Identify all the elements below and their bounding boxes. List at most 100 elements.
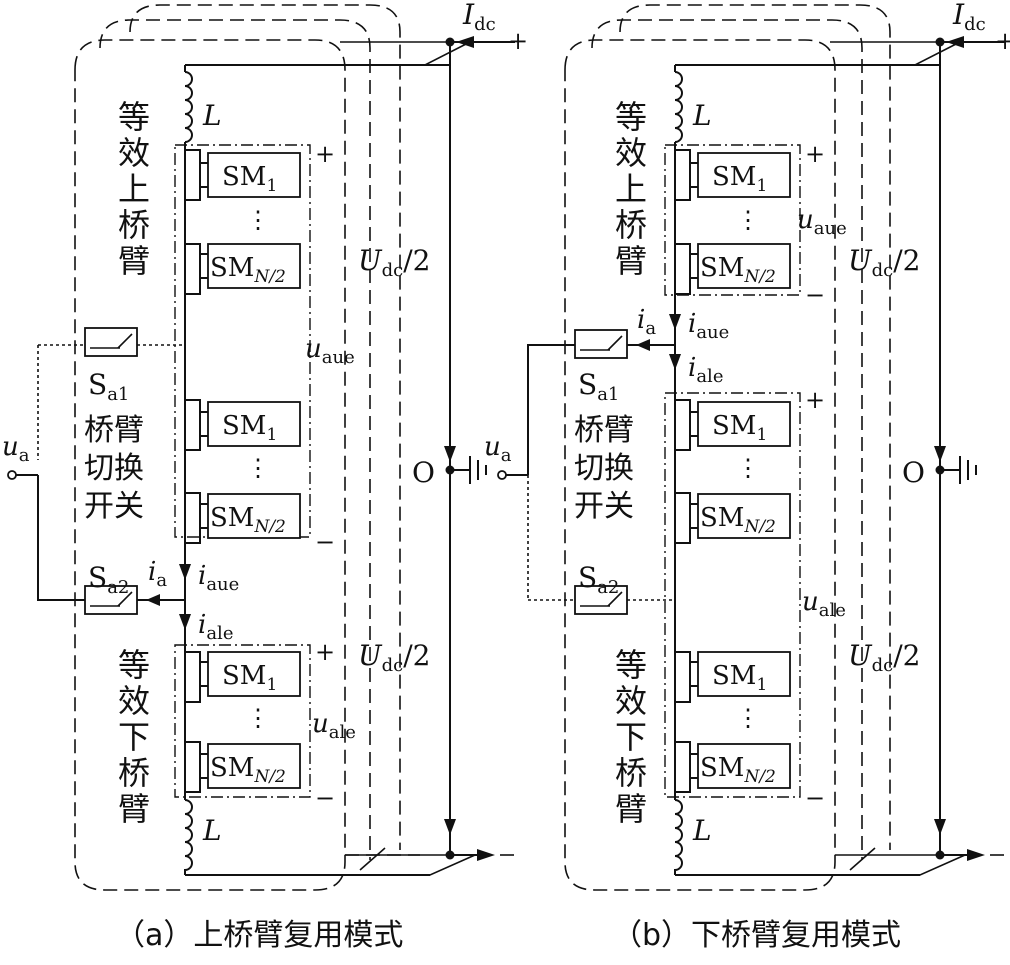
ia-arrow-b: [636, 339, 650, 351]
lower-inductor: [184, 799, 193, 875]
svg-text:上: 上: [615, 170, 647, 208]
iale-arrow: [179, 614, 191, 630]
lower-arm-label-b: 等 效 下 桥 臂: [615, 646, 647, 828]
svg-text:效: 效: [118, 134, 150, 172]
lower-arm-dashdot-frame-b: [664, 392, 801, 798]
svg-text:下: 下: [118, 718, 150, 756]
idc-label: Idc: [462, 0, 496, 35]
upper-inductor-label: L: [202, 99, 222, 132]
sa1-label-b: Sa1: [578, 368, 619, 405]
sm-n2-label-b3: SMN/2: [700, 753, 776, 787]
sa1-blade: [117, 333, 133, 349]
svg-text:等: 等: [118, 98, 150, 136]
u-aue-label-b: uaue: [797, 205, 847, 239]
dc-upper-arrow-b: [934, 446, 946, 462]
iaue-label-b: iaue: [688, 309, 729, 343]
dc-bus-plus-b: [780, 41, 961, 66]
idc-arrow-b: [946, 36, 964, 48]
sm-vdots: ⋮: [246, 206, 270, 234]
dc-minus-arrow-b: [967, 849, 985, 861]
svg-text:臂: 臂: [118, 790, 150, 828]
sm-vdots-2: ⋮: [246, 454, 270, 482]
upper-arm-dashdot-frame-b: [664, 144, 801, 296]
svg-text:上: 上: [118, 170, 150, 208]
caption-b: （b）下桥臂复用模式: [612, 918, 901, 953]
sa2-blade-b: [607, 591, 623, 607]
sa1-switch: [84, 327, 138, 357]
ua-label: ua: [2, 432, 30, 466]
sm-1-label-b3: SM1: [712, 661, 767, 695]
dc-lower-arrow: [444, 819, 456, 835]
lower-arm-label: 等 效 下 桥 臂: [118, 646, 150, 828]
udc-half-upper-label: Udc/2: [358, 244, 430, 281]
plus-terminal-sign: +: [508, 27, 528, 55]
svg-text:效: 效: [118, 682, 150, 720]
bus-tick-b: [849, 847, 876, 871]
svg-text:臂: 臂: [615, 242, 647, 280]
sm-vdots-b: ⋮: [736, 206, 760, 234]
u-aue-label: uaue: [305, 334, 355, 368]
iale-label: iale: [198, 610, 233, 644]
switch-label-b: 桥臂 切换 开关: [574, 413, 634, 524]
ua-terminal: [7, 470, 17, 480]
sm-n2-label-b: SMN/2: [700, 253, 776, 287]
upper-arm-minus: −: [315, 528, 335, 556]
upper-inductor-b: [674, 71, 683, 143]
sm-n2-label-b2: SMN/2: [700, 503, 776, 537]
upper-arm-plus-b: +: [805, 140, 825, 168]
upper-arm-plus: +: [315, 140, 335, 168]
plus-terminal-sign-b: +: [995, 27, 1010, 55]
idc-arrow: [456, 36, 474, 48]
lower-sm-group-2-b: SM1 ⋮ SMN/2: [675, 651, 791, 793]
phase-outline-1-b: [564, 39, 836, 891]
svg-text:切换: 切换: [84, 451, 144, 486]
sa2-blade: [117, 591, 133, 607]
udc-half-upper-label-b: Udc/2: [848, 244, 920, 281]
lower-arm-dashdot-frame: [174, 644, 311, 798]
phase-outline-2: [99, 19, 371, 860]
upper-inductor-label-b: L: [692, 99, 712, 132]
phase-outline-2-b: [591, 19, 863, 860]
sa2-switch-b: [574, 585, 628, 615]
svg-text:切换: 切换: [574, 451, 634, 486]
sm-vdots-b3: ⋮: [736, 704, 760, 732]
sa1-blade-b: [607, 335, 623, 351]
lower-inductor-label-b: L: [692, 814, 712, 847]
dc-upper-arrow: [444, 446, 456, 462]
sa1-label: Sa1: [88, 368, 129, 405]
upper-sm-group-1: SM1 ⋮ SMN/2: [185, 149, 301, 295]
u-ale-label: uale: [312, 709, 356, 743]
switch-label: 桥臂 切换 开关: [84, 413, 144, 524]
sm-vdots-b2: ⋮: [736, 454, 760, 482]
ua-to-sa2: [37, 475, 85, 601]
sm-1-label-b: SM1: [712, 162, 767, 196]
sm-n2-label-2: SMN/2: [210, 503, 286, 537]
upper-arm-label: 等 效 上 桥 臂: [118, 98, 150, 280]
panel-a: + Idc O Udc/2 Udc/2 L + − uaue: [2, 0, 528, 953]
iale-arrow-b: [669, 354, 681, 370]
phase-outline-3: [129, 4, 401, 850]
upper-arm-dashdot-frame: [174, 144, 311, 538]
sm-1-label-b2: SM1: [712, 411, 767, 445]
sm-1-label-3: SM1: [222, 661, 277, 695]
panel-b: + Idc O Udc/2 Udc/2 L + − uaue: [484, 0, 1010, 953]
svg-text:臂: 臂: [118, 242, 150, 280]
svg-text:效: 效: [615, 682, 647, 720]
svg-text:桥: 桥: [118, 754, 150, 792]
ia-arrow: [146, 594, 160, 606]
dc-bus-plus: [290, 41, 471, 66]
bus-tick-1: [359, 847, 386, 871]
lower-sm-group: SM1 ⋮ SMN/2: [185, 651, 301, 793]
ua-label-b: ua: [484, 432, 512, 466]
udc-half-lower-label: Udc/2: [358, 639, 430, 676]
svg-text:下: 下: [615, 718, 647, 756]
upper-arm-minus-b: −: [805, 281, 825, 309]
sm-n2-label: SMN/2: [210, 253, 286, 287]
upper-arm-label-b: 等 效 上 桥 臂: [615, 98, 647, 280]
svg-text:效: 效: [615, 134, 647, 172]
ia-label: ia: [148, 557, 167, 591]
sa1-switch-b: [574, 329, 628, 359]
lower-inductor-label: L: [202, 814, 222, 847]
sm-1-label: SM1: [222, 162, 277, 196]
udc-half-lower-label-b: Udc/2: [848, 639, 920, 676]
